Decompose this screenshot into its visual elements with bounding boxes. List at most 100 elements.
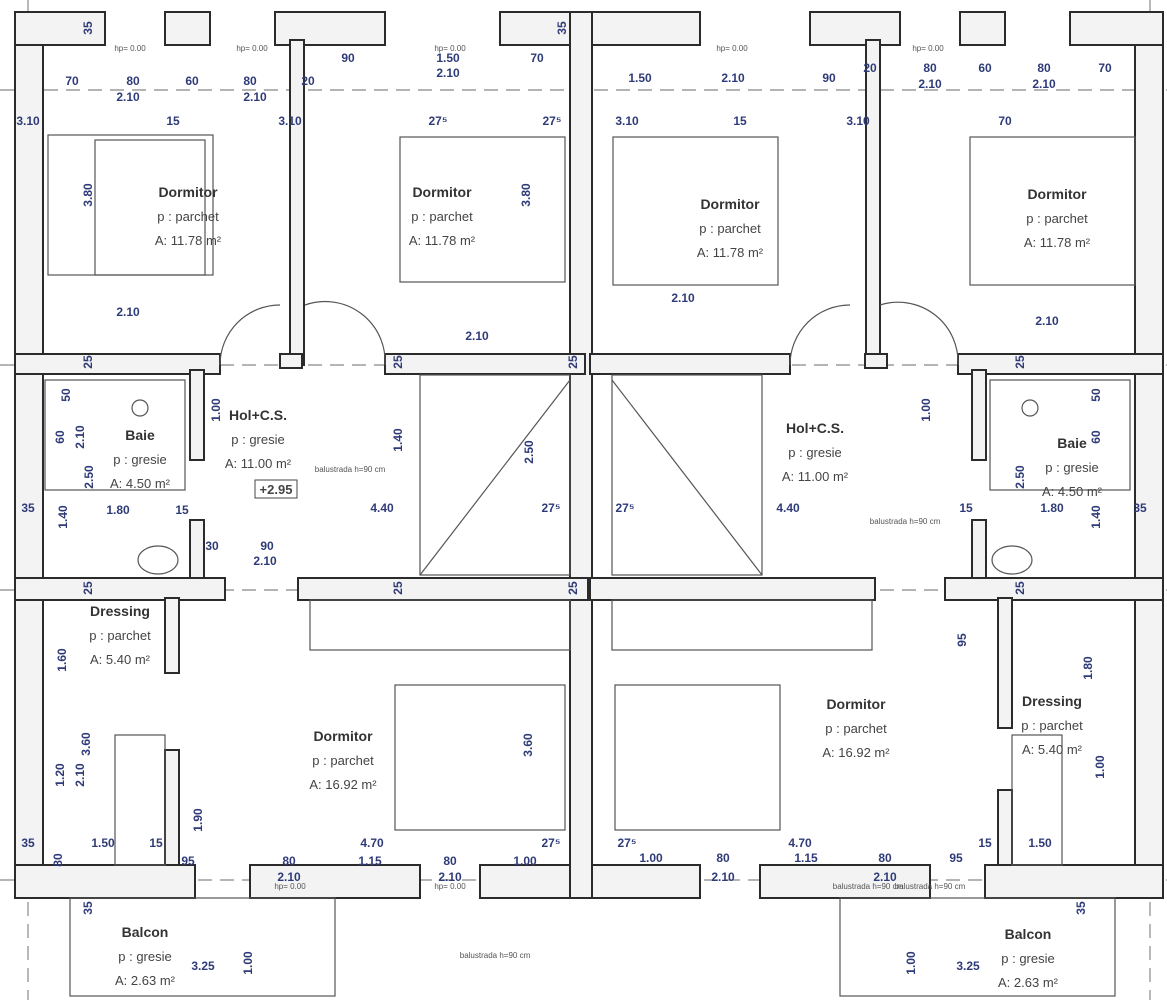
room-floor: p : gresie [1045, 460, 1098, 475]
room-name: Hol+C.S. [229, 407, 287, 423]
level-mark: +2.95 [254, 479, 298, 499]
dimension-label: 2.10 [438, 870, 462, 884]
room-floor: p : gresie [788, 445, 841, 460]
dimension-label: 3.25 [956, 959, 980, 973]
dimension-label: 35 [555, 21, 569, 35]
room-name: Baie [125, 427, 155, 443]
dimension-label: 95 [181, 854, 195, 868]
dimension-label: 35 [81, 21, 95, 35]
dimension-label: 1.80 [1081, 656, 1095, 680]
room-area: A: 11.00 m² [782, 469, 849, 484]
dimension-label: 2.10 [1035, 314, 1059, 328]
room-area: A: 5.40 m² [1022, 742, 1083, 757]
dimension-label: 3.80 [81, 183, 95, 207]
dimension-label: 1.80 [1040, 501, 1064, 515]
room-area: A: 11.78 m² [155, 233, 222, 248]
plan-note: hp= 0.00 [236, 44, 268, 53]
dimension-label: 3.10 [278, 114, 302, 128]
dimension-label: 25 [1013, 581, 1027, 595]
plan-note: balustrada h=90 cm [870, 517, 941, 526]
dimension-label: 3.10 [846, 114, 870, 128]
dimension-label: 27⁵ [542, 836, 561, 850]
dimension-label: 1.00 [904, 951, 918, 975]
dimension-label: 2.10 [73, 763, 87, 787]
room-name: Baie [1057, 435, 1087, 451]
room-name: Balcon [1005, 926, 1052, 942]
dimension-label: 4.70 [788, 836, 812, 850]
room-area: A: 11.00 m² [225, 456, 292, 471]
dimension-label: 1.00 [1093, 755, 1107, 779]
plan-note: hp= 0.00 [434, 44, 466, 53]
dimension-label: 1.50 [436, 51, 460, 65]
room-floor: p : gresie [1001, 951, 1054, 966]
plan-note: balustrada h=90 cm [460, 951, 531, 960]
dimension-label: 35 [21, 501, 35, 515]
dimension-label: 2.10 [873, 870, 897, 884]
dimension-label: 15 [733, 114, 747, 128]
room-floor: p : gresie [113, 452, 166, 467]
dimension-label: 15 [166, 114, 180, 128]
dimension-label: 35 [1133, 501, 1147, 515]
dimension-label: 25 [1013, 355, 1027, 369]
dimension-label: 3.60 [79, 732, 93, 756]
walls [14, 11, 1164, 997]
room-name: Hol+C.S. [786, 420, 844, 436]
dimension-label: 1.50 [1028, 836, 1052, 850]
dimension-label: 80 [126, 74, 140, 88]
room-name: Dormitor [1027, 186, 1087, 202]
room-name: Dressing [1022, 693, 1082, 709]
room-floor: p : gresie [231, 432, 284, 447]
dimension-label: 60 [1089, 430, 1103, 444]
dimension-label: 4.40 [776, 501, 800, 515]
dimension-label: 27⁵ [616, 501, 635, 515]
dimension-label: 2.10 [253, 554, 277, 568]
dimension-label: 35 [21, 836, 35, 850]
dimension-label: 25 [566, 355, 580, 369]
furniture [44, 134, 1136, 866]
room-area: A: 11.78 m² [697, 245, 764, 260]
plan-note: hp= 0.00 [434, 882, 466, 891]
room-hol-right: Hol+C.S. p : gresie A: 11.00 m² [782, 420, 849, 484]
room-area: A: 16.92 m² [822, 745, 890, 760]
room-floor: p : parchet [157, 209, 219, 224]
dimension-label: 20 [301, 74, 315, 88]
dimension-label: 35 [1074, 901, 1088, 915]
dimension-label: 30 [205, 539, 219, 553]
dimension-label: 27⁵ [429, 114, 448, 128]
room-hol-left: Hol+C.S. p : gresie A: 11.00 m² [225, 407, 292, 471]
dimension-label: 2.10 [436, 66, 460, 80]
dimension-label: 1.40 [1089, 505, 1103, 529]
dimension-label: 95 [949, 851, 963, 865]
dimension-label: 2.50 [82, 465, 96, 489]
dimension-label: 1.00 [513, 854, 537, 868]
dimension-label: 2.10 [721, 71, 745, 85]
plan-note: balustrada h=90 cm [315, 465, 386, 474]
dimension-label: 3.80 [519, 183, 533, 207]
room-area: A: 11.78 m² [1024, 235, 1091, 250]
dimension-label: 25 [81, 581, 95, 595]
dimension-label: 80 [243, 74, 257, 88]
dimension-label: 1.90 [191, 808, 205, 832]
dimension-label: 80 [923, 61, 937, 75]
dimension-label: 80 [443, 854, 457, 868]
dimension-label: 90 [341, 51, 355, 65]
dimension-label: 60 [978, 61, 992, 75]
room-floor: p : parchet [699, 221, 761, 236]
dimension-label: 80 [716, 851, 730, 865]
plan-note: hp= 0.00 [716, 44, 748, 53]
plan-note: hp= 0.00 [274, 882, 306, 891]
plan-note: hp= 0.00 [114, 44, 146, 53]
room-area: A: 2.63 m² [115, 973, 176, 988]
dimension-label: 1.60 [55, 648, 69, 672]
dimension-label: 20 [863, 61, 877, 75]
dimension-label: 2.10 [1032, 77, 1056, 91]
dimension-label: 27⁵ [543, 114, 562, 128]
dimension-label: 3.10 [16, 114, 40, 128]
